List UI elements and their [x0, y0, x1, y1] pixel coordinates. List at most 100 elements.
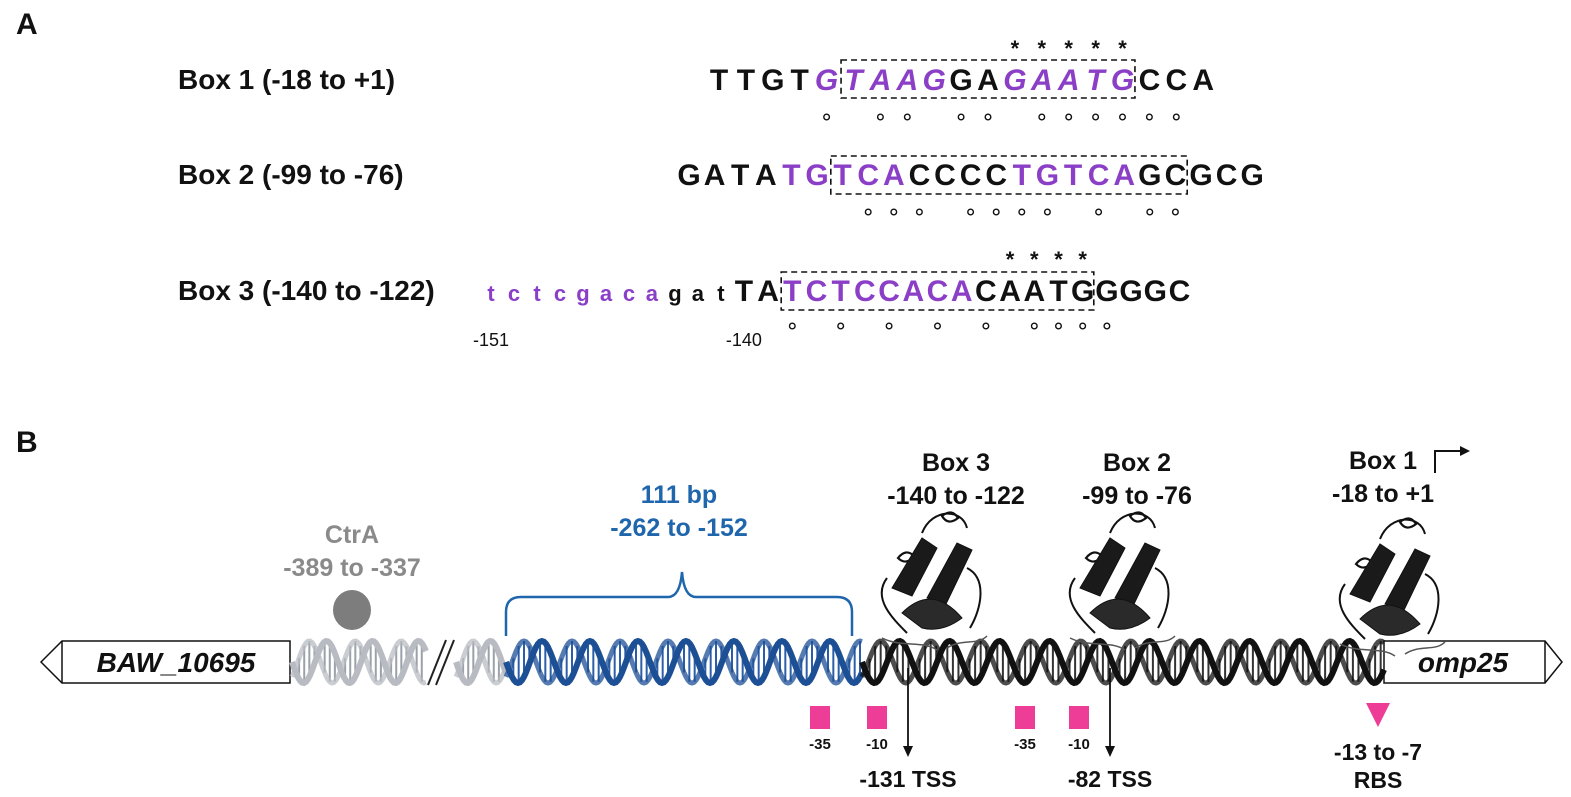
ctra-label: CtrA	[325, 521, 379, 549]
box1-row-label: Box 1 (-18 to +1)	[178, 64, 396, 95]
nucleotide: A	[1192, 64, 1214, 97]
region-bracket	[504, 571, 854, 636]
dna-helix-111bp-region	[503, 637, 865, 687]
contact-circle	[1146, 208, 1154, 216]
box1-label: Box 1	[1349, 447, 1417, 475]
minus35-box-2	[1015, 706, 1035, 729]
nucleotide: G	[1144, 275, 1167, 308]
protein-body	[1089, 598, 1151, 630]
dna-strand-back	[289, 638, 427, 686]
contact-circle	[876, 113, 884, 121]
minus35-box-1	[810, 706, 830, 729]
nucleotide: A	[1030, 64, 1053, 97]
contact-circle	[1095, 208, 1103, 216]
dna-helix-upstream	[289, 637, 509, 687]
regulator-protein-1	[880, 511, 988, 651]
nucleotide: G	[1095, 275, 1118, 308]
protein-loop	[881, 635, 988, 651]
nucleotide: C	[1216, 159, 1238, 192]
nucleotide: T	[1086, 64, 1107, 97]
rbs-range: -13 to -7	[1334, 739, 1422, 765]
nucleotide: T	[782, 159, 800, 192]
protein-body	[901, 598, 963, 630]
contact-circle	[1092, 113, 1100, 121]
contact-circle	[1118, 113, 1126, 121]
transcription-start-arrowhead	[1460, 446, 1470, 456]
nucleotide: G	[761, 64, 784, 97]
tss1-arrowhead	[903, 746, 913, 757]
region-range: -262 to -152	[610, 514, 748, 542]
dna-strand-back	[503, 638, 863, 686]
box3-row-label: Box 3 (-140 to -122)	[178, 275, 435, 306]
motif-box	[840, 59, 1136, 99]
position-number: -151	[473, 330, 509, 350]
contact-circle	[903, 113, 911, 121]
regulator-protein-3	[1338, 517, 1446, 657]
nucleotide: G	[1036, 159, 1059, 192]
nucleotide: A	[895, 64, 918, 97]
minus10-box-2	[1069, 706, 1089, 729]
nucleotide: A	[951, 275, 973, 308]
contact-circle	[957, 113, 965, 121]
nucleotide: A	[1113, 159, 1135, 192]
contact-circle	[933, 322, 941, 330]
contact-circle	[992, 208, 1000, 216]
regulator-proteins	[880, 511, 1446, 657]
nucleotide: G	[1003, 64, 1026, 97]
region-size: 111 bp	[641, 481, 717, 509]
contact-circle	[823, 113, 831, 121]
nucleotide: A	[704, 159, 726, 192]
minus10-box-1	[867, 706, 887, 729]
contact-circle	[837, 322, 845, 330]
nucleotide: A	[999, 275, 1021, 308]
nucleotide: G	[1071, 275, 1094, 308]
motif-box	[829, 155, 1188, 195]
contact-circle	[967, 208, 975, 216]
nucleotide: c	[554, 281, 566, 306]
panel-b-label: B	[16, 426, 38, 459]
conserved-star: *	[1078, 247, 1087, 272]
nucleotide: A	[902, 275, 924, 308]
nucleotide: T	[1013, 159, 1031, 192]
nucleotide: T	[833, 159, 851, 192]
nucleotide: G	[1189, 159, 1212, 192]
nucleotide: T	[710, 64, 728, 97]
nucleotide: C	[1165, 159, 1187, 192]
contact-circle	[1065, 113, 1073, 121]
dna-strand-front	[503, 637, 865, 687]
nucleotide: T	[844, 64, 865, 97]
contact-circle	[1038, 113, 1046, 121]
contact-circle	[1079, 322, 1087, 330]
tss1-label: -131 TSS	[859, 766, 956, 792]
left-gene-arrow	[39, 640, 291, 684]
left-gene-name: BAW_10695	[97, 647, 256, 678]
contact-circle	[984, 113, 992, 121]
nucleotide: C	[1165, 64, 1187, 97]
minus35-label-2: -35	[1014, 736, 1036, 753]
protein-body	[1359, 604, 1421, 636]
nucleotide: A	[869, 64, 892, 97]
conserved-star: *	[1030, 247, 1039, 272]
contact-circle	[890, 208, 898, 216]
protein-loop	[1338, 518, 1440, 640]
box2-row-label: Box 2 (-99 to -76)	[178, 159, 404, 190]
nucleotide: t	[487, 281, 495, 306]
box2-range: -99 to -76	[1082, 482, 1192, 510]
nucleotide: A	[883, 159, 905, 192]
nucleotide: G	[1138, 159, 1161, 192]
dna-strand-front	[859, 637, 1387, 687]
contact-circle	[788, 322, 796, 330]
nucleotide: C	[857, 159, 879, 192]
tss2-arrowhead	[1105, 746, 1115, 757]
dna-strand-back	[859, 638, 1386, 686]
alpha-helix	[896, 551, 916, 563]
box3-label: Box 3	[922, 449, 990, 477]
minus10-label-2: -10	[1068, 736, 1090, 753]
beta-sheet	[1079, 537, 1126, 597]
